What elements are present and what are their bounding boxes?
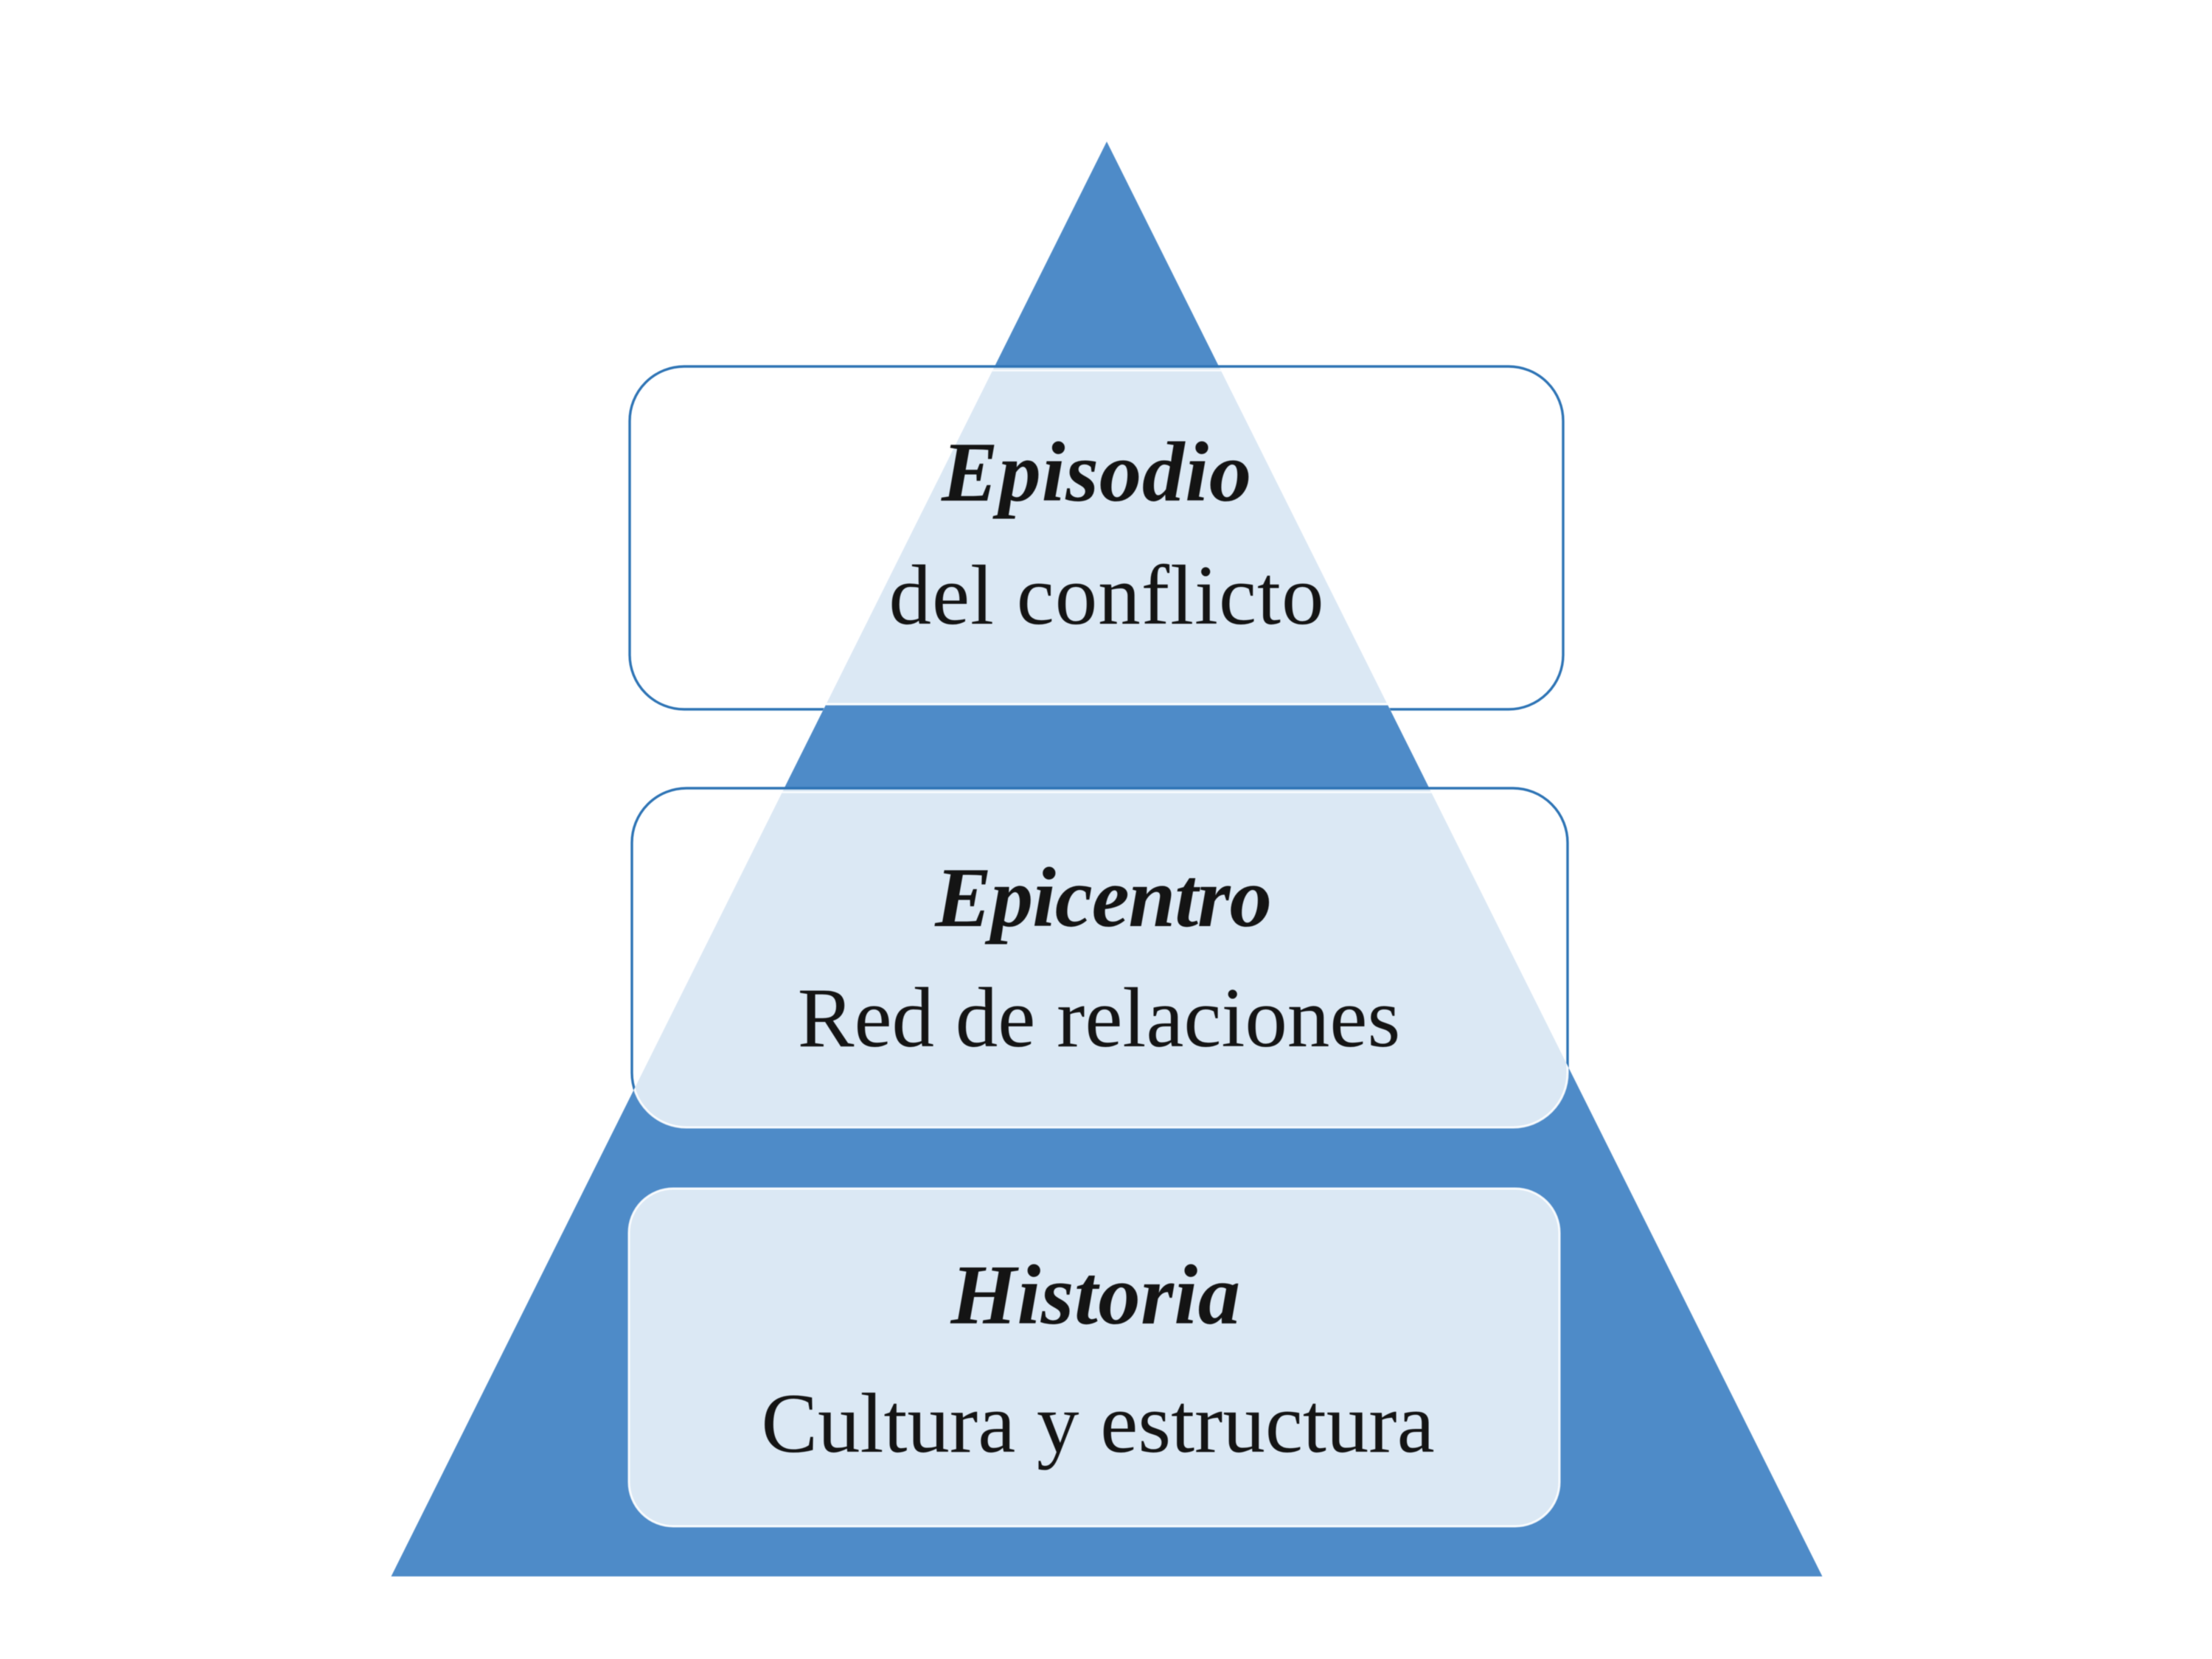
svg-text:Episodio: Episodio bbox=[941, 425, 1252, 519]
svg-text:Epicentro: Epicentro bbox=[934, 851, 1271, 945]
svg-text:Historia: Historia bbox=[950, 1248, 1240, 1342]
svg-text:Cultura y estructura: Cultura y estructura bbox=[761, 1377, 1434, 1470]
svg-text:Red de relaciones: Red de relaciones bbox=[798, 971, 1400, 1065]
svg-text:del conflicto: del conflicto bbox=[889, 549, 1325, 642]
